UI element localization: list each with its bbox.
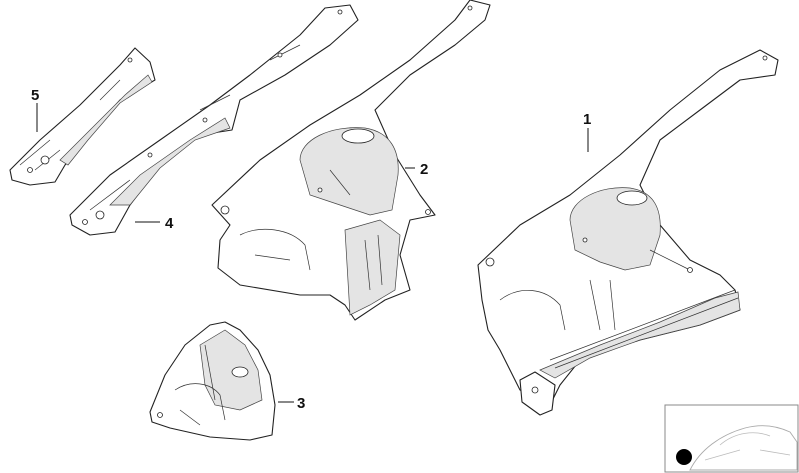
callout-2: 2 xyxy=(420,161,428,178)
callout-3: 3 xyxy=(297,395,305,412)
part-4-rail[interactable] xyxy=(69,4,359,236)
car-location-icon xyxy=(689,425,798,471)
callout-1: 1 xyxy=(583,111,591,128)
car-location-thumbnail[interactable] xyxy=(664,404,799,473)
part-5-bracket[interactable] xyxy=(9,47,156,186)
part-1-assembly[interactable] xyxy=(477,49,779,416)
location-dot xyxy=(676,449,692,465)
callout-5: 5 xyxy=(31,87,39,104)
part-2-wheel-housing[interactable] xyxy=(211,0,491,321)
callout-4: 4 xyxy=(165,215,174,232)
part-3-wheel-arch-panel[interactable] xyxy=(149,321,276,441)
